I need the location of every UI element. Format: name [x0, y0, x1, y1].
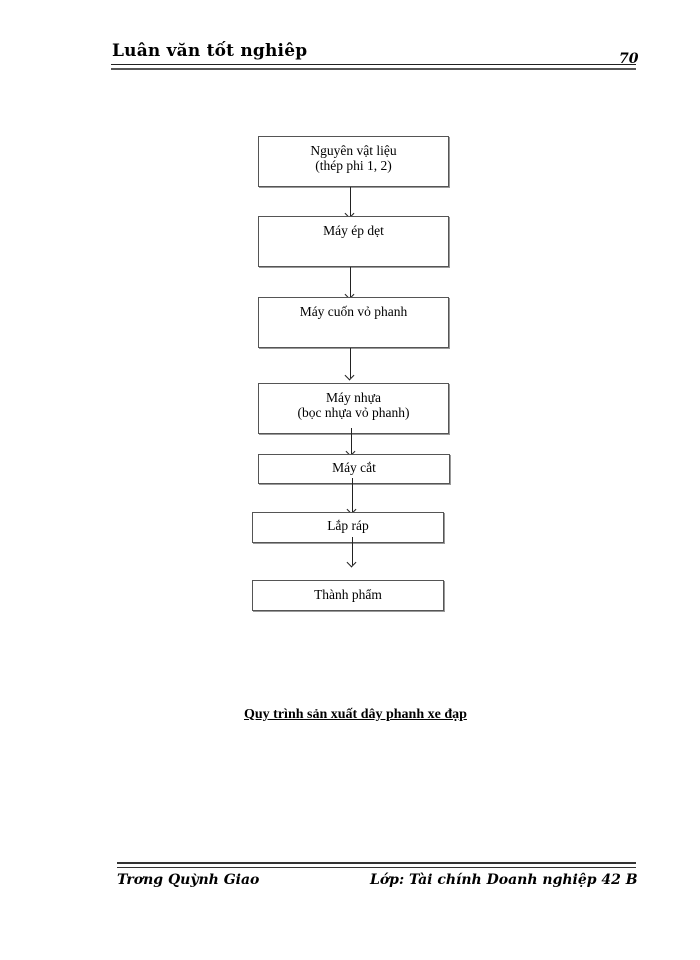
arrow-down-icon — [350, 267, 351, 297]
step-sublabel: (thép phi 1, 2) — [315, 158, 392, 173]
step-label: Nguyên vật liệu — [310, 143, 397, 158]
arrow-down-icon — [352, 478, 353, 512]
step-label: Máy cuốn vỏ phanh — [299, 304, 408, 319]
step-label: Máy nhựa — [326, 390, 381, 405]
step-flattening-machine: Máy ép dẹt — [258, 216, 449, 267]
step-raw-materials: Nguyên vật liệu (thép phi 1, 2) — [258, 136, 449, 187]
step-label: Thành phẩm — [314, 587, 382, 602]
arrow-down-icon — [350, 187, 351, 216]
footer-class: Lớp: Tài chính Doanh nghiệp 42 B — [370, 872, 638, 888]
figure-caption: Quy trình sản xuất dây phanh xe đạp — [244, 707, 467, 722]
header-title: Luân văn tốt nghiêp — [112, 41, 308, 61]
step-winding-machine: Máy cuốn vỏ phanh — [258, 297, 449, 348]
header-rule — [111, 64, 636, 70]
step-label: Máy cắt — [332, 460, 376, 475]
arrow-down-icon — [352, 537, 353, 565]
step-finished-product: Thành phẩm — [252, 580, 444, 611]
step-label: Lắp ráp — [327, 518, 369, 533]
step-assembly: Lắp ráp — [252, 512, 444, 543]
step-sublabel: (bọc nhựa vỏ phanh) — [297, 405, 410, 420]
step-plastic-machine: Máy nhựa (bọc nhựa vỏ phanh) — [258, 383, 449, 434]
page-number: 70 — [619, 51, 639, 67]
footer-author: Trơng Quỳnh Giao — [117, 872, 260, 888]
footer-rule — [117, 862, 636, 868]
step-cutting-machine: Máy cắt — [258, 454, 450, 484]
arrow-down-icon — [351, 428, 352, 454]
arrow-down-icon — [350, 348, 351, 378]
step-label: Máy ép dẹt — [323, 223, 384, 238]
